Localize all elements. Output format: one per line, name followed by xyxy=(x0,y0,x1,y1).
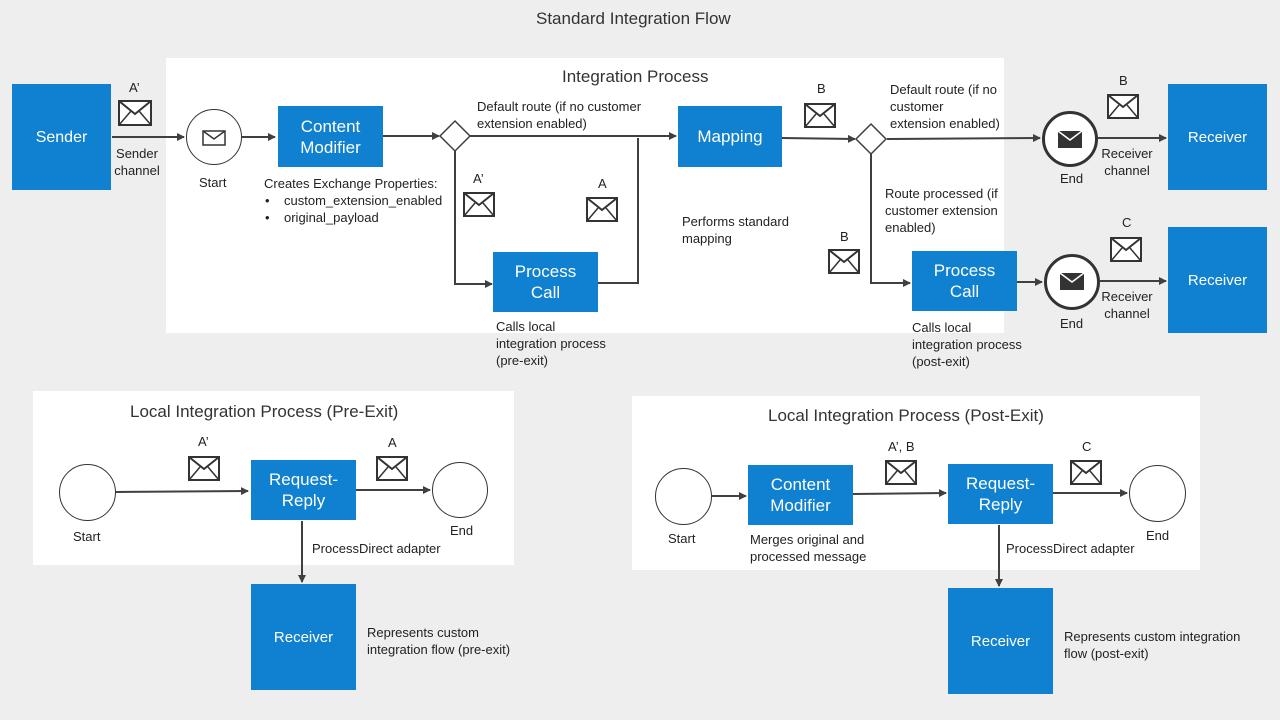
end-label-1: End xyxy=(1060,171,1084,186)
post-receiver-box[interactable]: Receiver xyxy=(948,588,1053,694)
envelope-icon xyxy=(1070,460,1102,490)
envelope-icon xyxy=(1110,237,1142,267)
post-msg-out-label: C xyxy=(1082,439,1092,454)
receiver-channel-label-1: Receiver channel xyxy=(1101,146,1153,178)
envelope-icon xyxy=(885,460,917,490)
pre-receiver-note: Represents custom integration flow (pre-… xyxy=(367,625,511,657)
post-start-label: Start xyxy=(668,531,696,546)
pre-end-event[interactable] xyxy=(432,462,488,518)
cm-bullet-2: • original_payload xyxy=(265,210,379,225)
diagram-title: Standard Integration Flow xyxy=(536,9,731,28)
msg-label-sender: A’ xyxy=(129,80,140,95)
receiver-box-2[interactable]: Receiver xyxy=(1168,227,1267,333)
process-call-post-box[interactable]: Process Call xyxy=(912,251,1017,311)
flow-gw2-end1 xyxy=(886,134,1041,143)
pre-request-reply-box[interactable]: Request- Reply xyxy=(251,460,356,520)
flow-post-cm-rr xyxy=(852,489,947,498)
msg-label-pre-out: A xyxy=(598,176,607,191)
message-end-icon xyxy=(1059,272,1085,295)
pre-adapter-label: ProcessDirect adapter xyxy=(312,541,441,556)
pre-start-event[interactable] xyxy=(59,464,116,521)
end-label-2: End xyxy=(1060,316,1084,331)
gateway-1 xyxy=(438,119,472,153)
post-receiver-note: Represents custom integration flow (post… xyxy=(1064,629,1241,661)
start-label: Start xyxy=(199,175,227,190)
message-end-icon xyxy=(1057,130,1083,153)
post-msg-in-label: A’, B xyxy=(888,439,915,454)
mapping-box[interactable]: Mapping xyxy=(678,106,782,167)
integration-process-title: Integration Process xyxy=(562,67,709,86)
envelope-icon xyxy=(463,192,495,222)
msg-label-post-in: B xyxy=(840,229,849,244)
pre-msg-in-label: A’ xyxy=(198,434,209,449)
flow-gw1-pc1 xyxy=(454,151,493,288)
post-exit-title: Local Integration Process (Post-Exit) xyxy=(768,406,1044,425)
envelope-icon xyxy=(586,197,618,227)
post-start-event[interactable] xyxy=(655,468,712,525)
pre-exit-title: Local Integration Process (Pre-Exit) xyxy=(130,402,399,421)
post-adapter-label: ProcessDirect adapter xyxy=(1006,541,1135,556)
flow-mapping-gw2 xyxy=(781,134,856,143)
envelope-icon xyxy=(376,456,408,486)
envelope-icon xyxy=(804,103,836,133)
post-cm-note: Merges original and processed message xyxy=(750,532,867,564)
msg-label-pre-in: A’ xyxy=(473,171,484,186)
flow-pre-start-rr xyxy=(115,487,249,496)
msg-label-receiver-2: C xyxy=(1122,215,1132,230)
pre-end-label: End xyxy=(450,523,474,538)
post-end-label: End xyxy=(1146,528,1170,543)
flow-gw2-pc2 xyxy=(870,154,911,287)
end-event-1[interactable] xyxy=(1042,111,1098,167)
message-start-icon xyxy=(202,130,226,151)
msg-label-mapping-in: B xyxy=(817,81,826,96)
post-end-event[interactable] xyxy=(1129,465,1186,522)
default-route-label-1: Default route (if no customer extension … xyxy=(477,99,642,131)
gateway-2 xyxy=(854,122,888,156)
flow-pc1-mapping xyxy=(598,138,639,284)
envelope-icon xyxy=(1107,94,1139,124)
process-call-post-note: Calls local integration process (post-ex… xyxy=(912,320,1022,369)
post-request-reply-box[interactable]: Request- Reply xyxy=(948,464,1053,524)
envelope-icon xyxy=(828,249,860,279)
route-processed-label: Route processed (if customer extension e… xyxy=(885,186,998,235)
sender-channel-label: Sender channel xyxy=(114,146,160,178)
process-call-pre-note: Calls local integration process (pre-exi… xyxy=(496,319,606,368)
cm-bullet-1: • custom_extension_enabled xyxy=(265,193,443,208)
pre-receiver-box[interactable]: Receiver xyxy=(251,584,356,690)
post-content-modifier-box[interactable]: Content Modifier xyxy=(748,465,853,525)
envelope-icon xyxy=(188,456,220,486)
envelope-icon xyxy=(118,100,152,131)
content-modifier-note: Creates Exchange Properties: xyxy=(264,176,438,191)
sender-box[interactable]: Sender xyxy=(12,84,111,190)
mapping-note: Performs standard mapping xyxy=(682,214,789,246)
pre-start-label: Start xyxy=(73,529,101,544)
receiver-channel-label-2: Receiver channel xyxy=(1101,289,1153,321)
pre-msg-out-label: A xyxy=(388,435,397,450)
content-modifier-box[interactable]: Content Modifier xyxy=(278,106,383,167)
receiver-box-1[interactable]: Receiver xyxy=(1168,84,1267,190)
process-call-pre-box[interactable]: Process Call xyxy=(493,252,598,312)
default-route-label-2: Default route (if no customer extension … xyxy=(890,82,1000,131)
msg-label-receiver-1: B xyxy=(1119,73,1128,88)
